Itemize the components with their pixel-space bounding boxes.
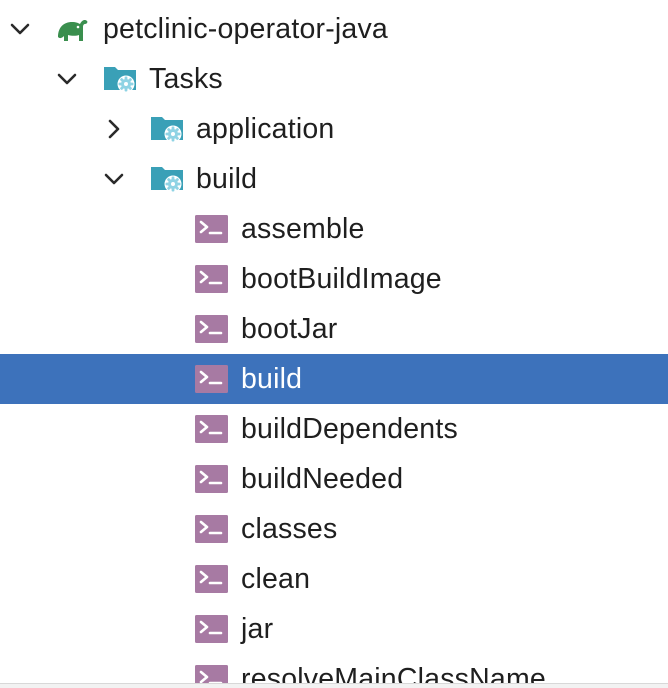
folder-gear-icon (149, 161, 185, 197)
task-label: classes (241, 513, 338, 545)
tree-row-task[interactable]: buildDependents (0, 404, 668, 454)
task-terminal-icon (194, 662, 230, 683)
tree-row-task[interactable]: classes (0, 504, 668, 554)
tree-row-task[interactable]: bootJar (0, 304, 668, 354)
chevron-down-icon[interactable] (102, 167, 126, 191)
project-label: petclinic-operator-java (103, 13, 388, 45)
task-label: build (241, 363, 303, 395)
folder-gear-icon (102, 61, 138, 97)
tree-row-task[interactable]: assemble (0, 204, 668, 254)
tree-row-application[interactable]: application (0, 104, 668, 154)
tree-row-task[interactable]: clean (0, 554, 668, 604)
chevron-down-icon[interactable] (8, 17, 32, 41)
chevron-right-icon[interactable] (102, 117, 126, 141)
folder-gear-icon (149, 111, 185, 147)
tree-row-task[interactable]: jar (0, 604, 668, 654)
tree-row-task[interactable]: buildNeeded (0, 454, 668, 504)
task-terminal-icon (194, 262, 230, 298)
task-label: buildNeeded (241, 463, 404, 495)
tree-row-task-selected[interactable]: build (0, 354, 668, 404)
tree-row-build-group[interactable]: build (0, 154, 668, 204)
gradle-elephant-icon (54, 11, 90, 47)
task-terminal-icon (194, 212, 230, 248)
task-label: buildDependents (241, 413, 458, 445)
task-terminal-icon (194, 612, 230, 648)
tasks-group-label: Tasks (149, 63, 223, 95)
tree-row-task[interactable]: resolveMainClassName (0, 654, 668, 683)
task-label: clean (241, 563, 311, 595)
task-terminal-icon (194, 312, 230, 348)
task-terminal-icon (194, 462, 230, 498)
task-terminal-icon (194, 362, 230, 398)
task-label: resolveMainClassName (241, 663, 546, 683)
tree-row-project[interactable]: petclinic-operator-java (0, 4, 668, 54)
tree-row-task[interactable]: bootBuildImage (0, 254, 668, 304)
task-label: bootJar (241, 313, 338, 345)
tree-row-tasks[interactable]: Tasks (0, 54, 668, 104)
task-terminal-icon (194, 512, 230, 548)
subgroup-label: application (196, 113, 335, 145)
task-label: bootBuildImage (241, 263, 442, 295)
chevron-down-icon[interactable] (55, 67, 79, 91)
task-terminal-icon (194, 412, 230, 448)
panel-bottom-border (0, 683, 668, 688)
task-label: assemble (241, 213, 365, 245)
task-label: jar (241, 613, 274, 645)
subgroup-label: build (196, 163, 258, 195)
task-terminal-icon (194, 562, 230, 598)
